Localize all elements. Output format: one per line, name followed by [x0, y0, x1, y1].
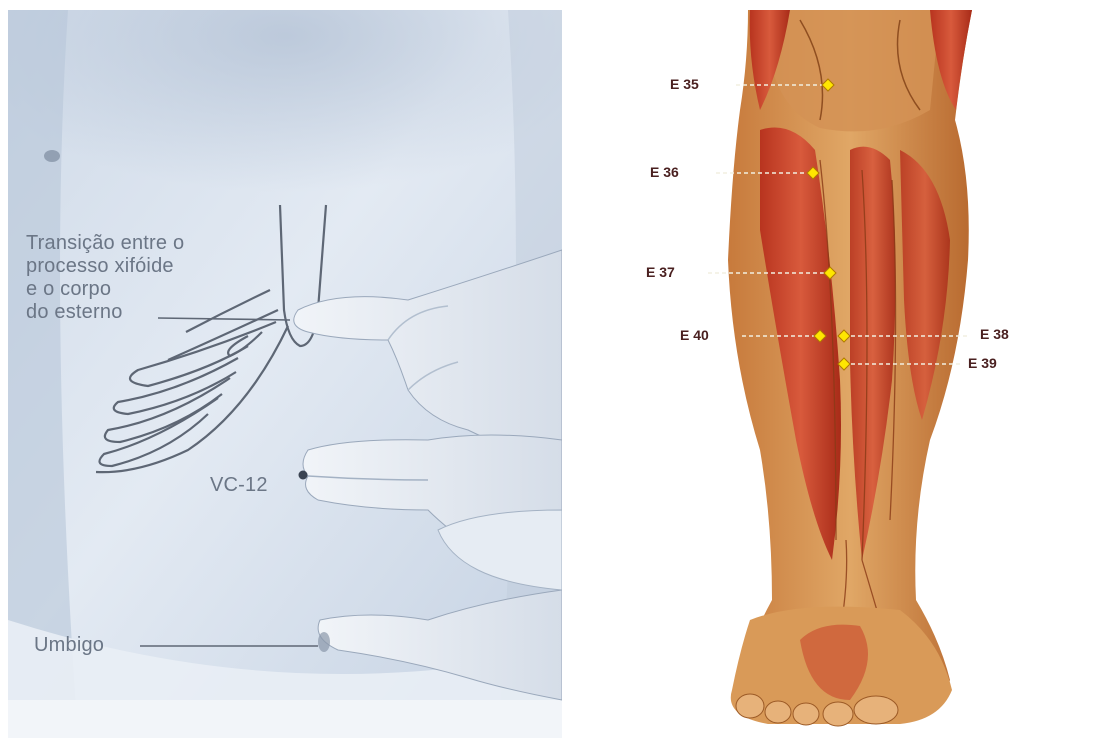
e40-label: E 40 [680, 327, 709, 343]
navel-label: Umbigo [34, 634, 104, 657]
e37-label: E 37 [646, 264, 675, 280]
abdomen-illustration: Transição entre o processo xifóide e o c… [8, 10, 562, 738]
abdomen-drawing [8, 10, 562, 738]
e38-label: E 38 [980, 326, 1009, 342]
e36-label: E 36 [650, 164, 679, 180]
e35-label: E 35 [670, 76, 699, 92]
leg-drawing [600, 0, 1102, 738]
e39-label: E 39 [968, 355, 997, 371]
xiphoid-transition-label: Transição entre o processo xifóide e o c… [26, 232, 236, 324]
vc12-point-label: VC-12 [210, 474, 268, 497]
leg-acupoint-illustration: E 35 E 36 E 37 E 40 E 38 E 39 [600, 0, 1102, 738]
